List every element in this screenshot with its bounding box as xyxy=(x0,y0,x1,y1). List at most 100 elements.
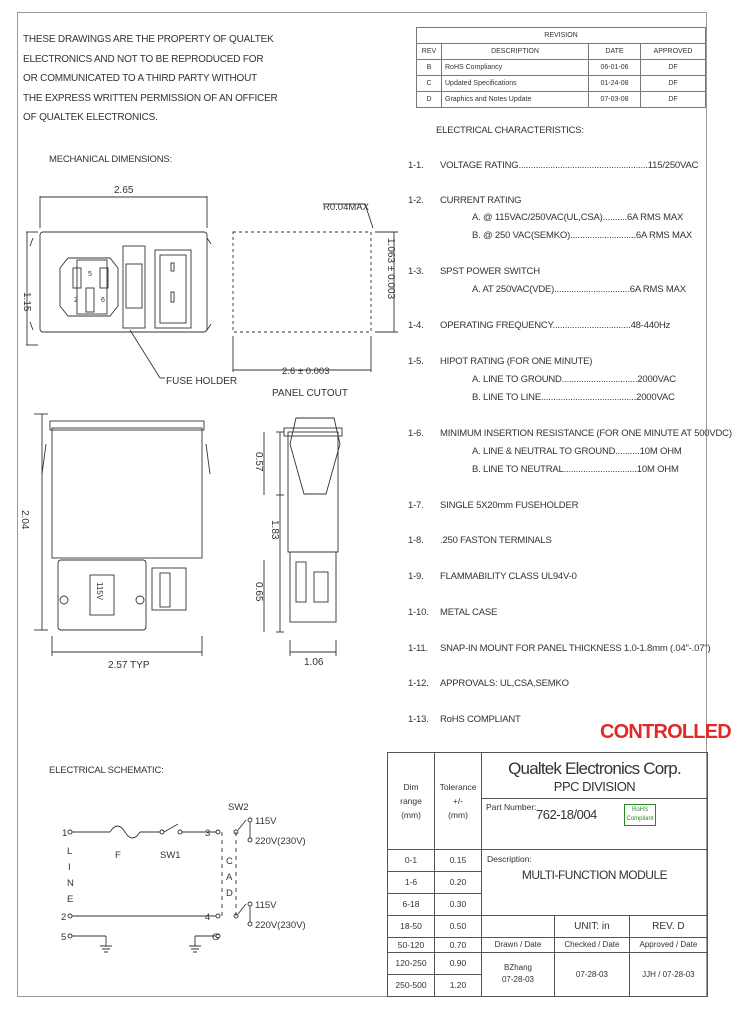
tol-range: 250-500 xyxy=(387,973,435,998)
voltage-label: 115V xyxy=(255,900,277,911)
spec-line: A. @ 115VAC/250VAC(UL,CSA)..........6A R… xyxy=(472,212,684,223)
rohs-text: Compliant xyxy=(626,816,654,822)
spec-line: MINIMUM INSERTION RESISTANCE (FOR ONE MI… xyxy=(440,428,732,439)
tol-range: 0-1 xyxy=(387,848,435,872)
dim-057: 0.57 xyxy=(253,452,264,472)
dim-065: 0.65 xyxy=(253,582,264,602)
company-block: Qualtek Electronics Corp. PPC DIVISION P… xyxy=(481,752,708,850)
description-label: Description: xyxy=(487,853,532,864)
copyright-notice: THESE DRAWINGS ARE THE PROPERTY OF QUALT… xyxy=(23,30,278,128)
notice-line: OF QUALTEK ELECTRONICS. xyxy=(23,112,158,123)
drawn-date: 07-28-03 xyxy=(501,975,535,985)
part-number: 762-18/004 xyxy=(536,807,597,822)
spec-line: B. @ 250 VAC(SEMKO).....................… xyxy=(472,230,692,241)
spec-num: 1-9. xyxy=(408,571,424,582)
dim-115: 1.15 xyxy=(21,292,32,312)
electrical-schematic: SW2 1 2 5 3 4 G F SW1 L I N E C A D 115V… xyxy=(61,802,306,953)
revision-row: C Updated Specifications 01-24-08 DF xyxy=(416,75,706,92)
tol-range: 1-6 xyxy=(387,870,435,894)
header-line: (mm) xyxy=(401,809,421,820)
fuse-holder xyxy=(122,245,146,329)
spec-line: RoHS COMPLIANT xyxy=(440,714,521,725)
header-line: +/- xyxy=(452,795,464,806)
tolerance-header: Tolerance +/- (mm) xyxy=(434,752,482,850)
drawing-frame xyxy=(17,12,707,997)
header-line: Tolerance xyxy=(439,781,477,792)
rev-cell: DF xyxy=(640,91,706,108)
division-name: PPC DIVISION xyxy=(553,779,636,794)
notice-line: THE EXPRESS WRITTEN PERMISSION OF AN OFF… xyxy=(23,92,278,104)
dim-204: 2.04 xyxy=(19,510,30,530)
elec-title: ELECTRICAL CHARACTERISTICS: xyxy=(436,125,584,136)
tol-value: 0.30 xyxy=(434,892,482,916)
notice-line: OR COMMUNICATED TO A THIRD PARTY WITHOUT xyxy=(23,73,258,84)
rocker-switch xyxy=(154,249,192,329)
part-number-label: Part Number: xyxy=(486,802,537,812)
unit-cell: UNIT: in xyxy=(554,914,630,938)
dim-265: 2.65 xyxy=(114,185,134,196)
fuse-voltage: 115V xyxy=(95,582,104,601)
notice-line: ELECTRONICS AND NOT TO BE REPRODUCED FOR xyxy=(23,53,264,65)
rev-cell: RoHS Compliancy xyxy=(441,59,589,76)
spec-num: 1-5. xyxy=(408,356,424,367)
description-cell: Description: MULTI-FUNCTION MODULE xyxy=(481,848,708,916)
dim-range-header: Dim range (mm) xyxy=(387,752,435,850)
rev-cell: REV. D xyxy=(628,914,709,938)
rev-cell: 01-24-08 xyxy=(588,75,641,92)
spec-line: A. LINE & NEUTRAL TO GROUND..........10M… xyxy=(472,446,682,457)
iec-inlet xyxy=(59,257,119,317)
dim-106: 1.06 xyxy=(304,657,324,668)
rev-header: DATE xyxy=(588,43,641,60)
spec-num: 1-11. xyxy=(408,643,428,654)
spec-line: .250 FASTON TERMINALS xyxy=(440,535,552,546)
node-label: 2 xyxy=(61,912,66,923)
line-letter: L xyxy=(67,846,72,857)
spec-line: APPROVALS: UL,CSA,SEMKO xyxy=(440,678,569,689)
spec-line: OPERATING FREQUENCY.....................… xyxy=(440,320,671,331)
tol-value: 0.50 xyxy=(434,914,482,938)
fuse-drawer xyxy=(57,559,147,631)
tol-range: 120-250 xyxy=(387,951,435,975)
spec-num: 1-7. xyxy=(408,500,424,511)
revision-row: B RoHS Compliancy 06-01-06 DF xyxy=(416,59,706,76)
spec-num: 1-6. xyxy=(408,428,424,439)
rev-cell: C xyxy=(416,75,442,92)
voltage-label: 115V xyxy=(255,816,277,827)
tol-value: 0.90 xyxy=(434,951,482,975)
spec-num: 1-10. xyxy=(408,607,429,618)
dim-183: 1.83 xyxy=(269,520,280,540)
node-label: 5 xyxy=(61,932,66,943)
tol-value: 0.15 xyxy=(434,848,482,872)
node-label: 4 xyxy=(205,912,210,923)
rev-cell: DF xyxy=(640,59,706,76)
panel-cutout-label: PANEL CUTOUT xyxy=(272,388,348,399)
checked-cell: 07-28-03 xyxy=(554,951,630,998)
spec-line: METAL CASE xyxy=(440,607,498,618)
node-label: G xyxy=(212,932,219,943)
pin-label: 2 xyxy=(74,297,78,304)
spec-line: A. AT 250VAC(VDE).......................… xyxy=(472,284,686,295)
module-side-outline xyxy=(51,427,203,559)
approved-header: Approved / Date xyxy=(628,936,709,953)
line-letter: N xyxy=(67,878,74,889)
voltage-label: 220V(230V) xyxy=(255,920,306,931)
voltage-label: 220V(230V) xyxy=(255,836,306,847)
tol-range: 50-120 xyxy=(387,936,435,953)
rohs-badge: RoHS Compliant xyxy=(624,804,656,826)
line-letter: I xyxy=(68,862,71,873)
revision-row: D Graphics and Notes Update 07-03-08 DF xyxy=(416,91,706,108)
rev-cell: Updated Specifications xyxy=(441,75,589,92)
rev-cell: 06-01-06 xyxy=(588,59,641,76)
switch-side-outline xyxy=(287,431,339,553)
sw2-label: SW2 xyxy=(228,802,249,813)
mech-title: MECHANICAL DIMENSIONS: xyxy=(49,154,172,165)
spec-line: VOLTAGE RATING..........................… xyxy=(440,160,699,171)
rev-cell: Graphics and Notes Update xyxy=(441,91,589,108)
spec-num: 1-1. xyxy=(408,160,424,171)
spec-line: B. LINE TO NEUTRAL......................… xyxy=(472,464,679,475)
title-block: Dim range (mm) Tolerance +/- (mm) Qualte… xyxy=(387,752,709,998)
node-label: 3 xyxy=(205,828,210,839)
rohs-text: RoHS xyxy=(631,807,648,813)
drawn-by: BZhang xyxy=(503,963,533,973)
cad-letter: D xyxy=(226,888,233,899)
